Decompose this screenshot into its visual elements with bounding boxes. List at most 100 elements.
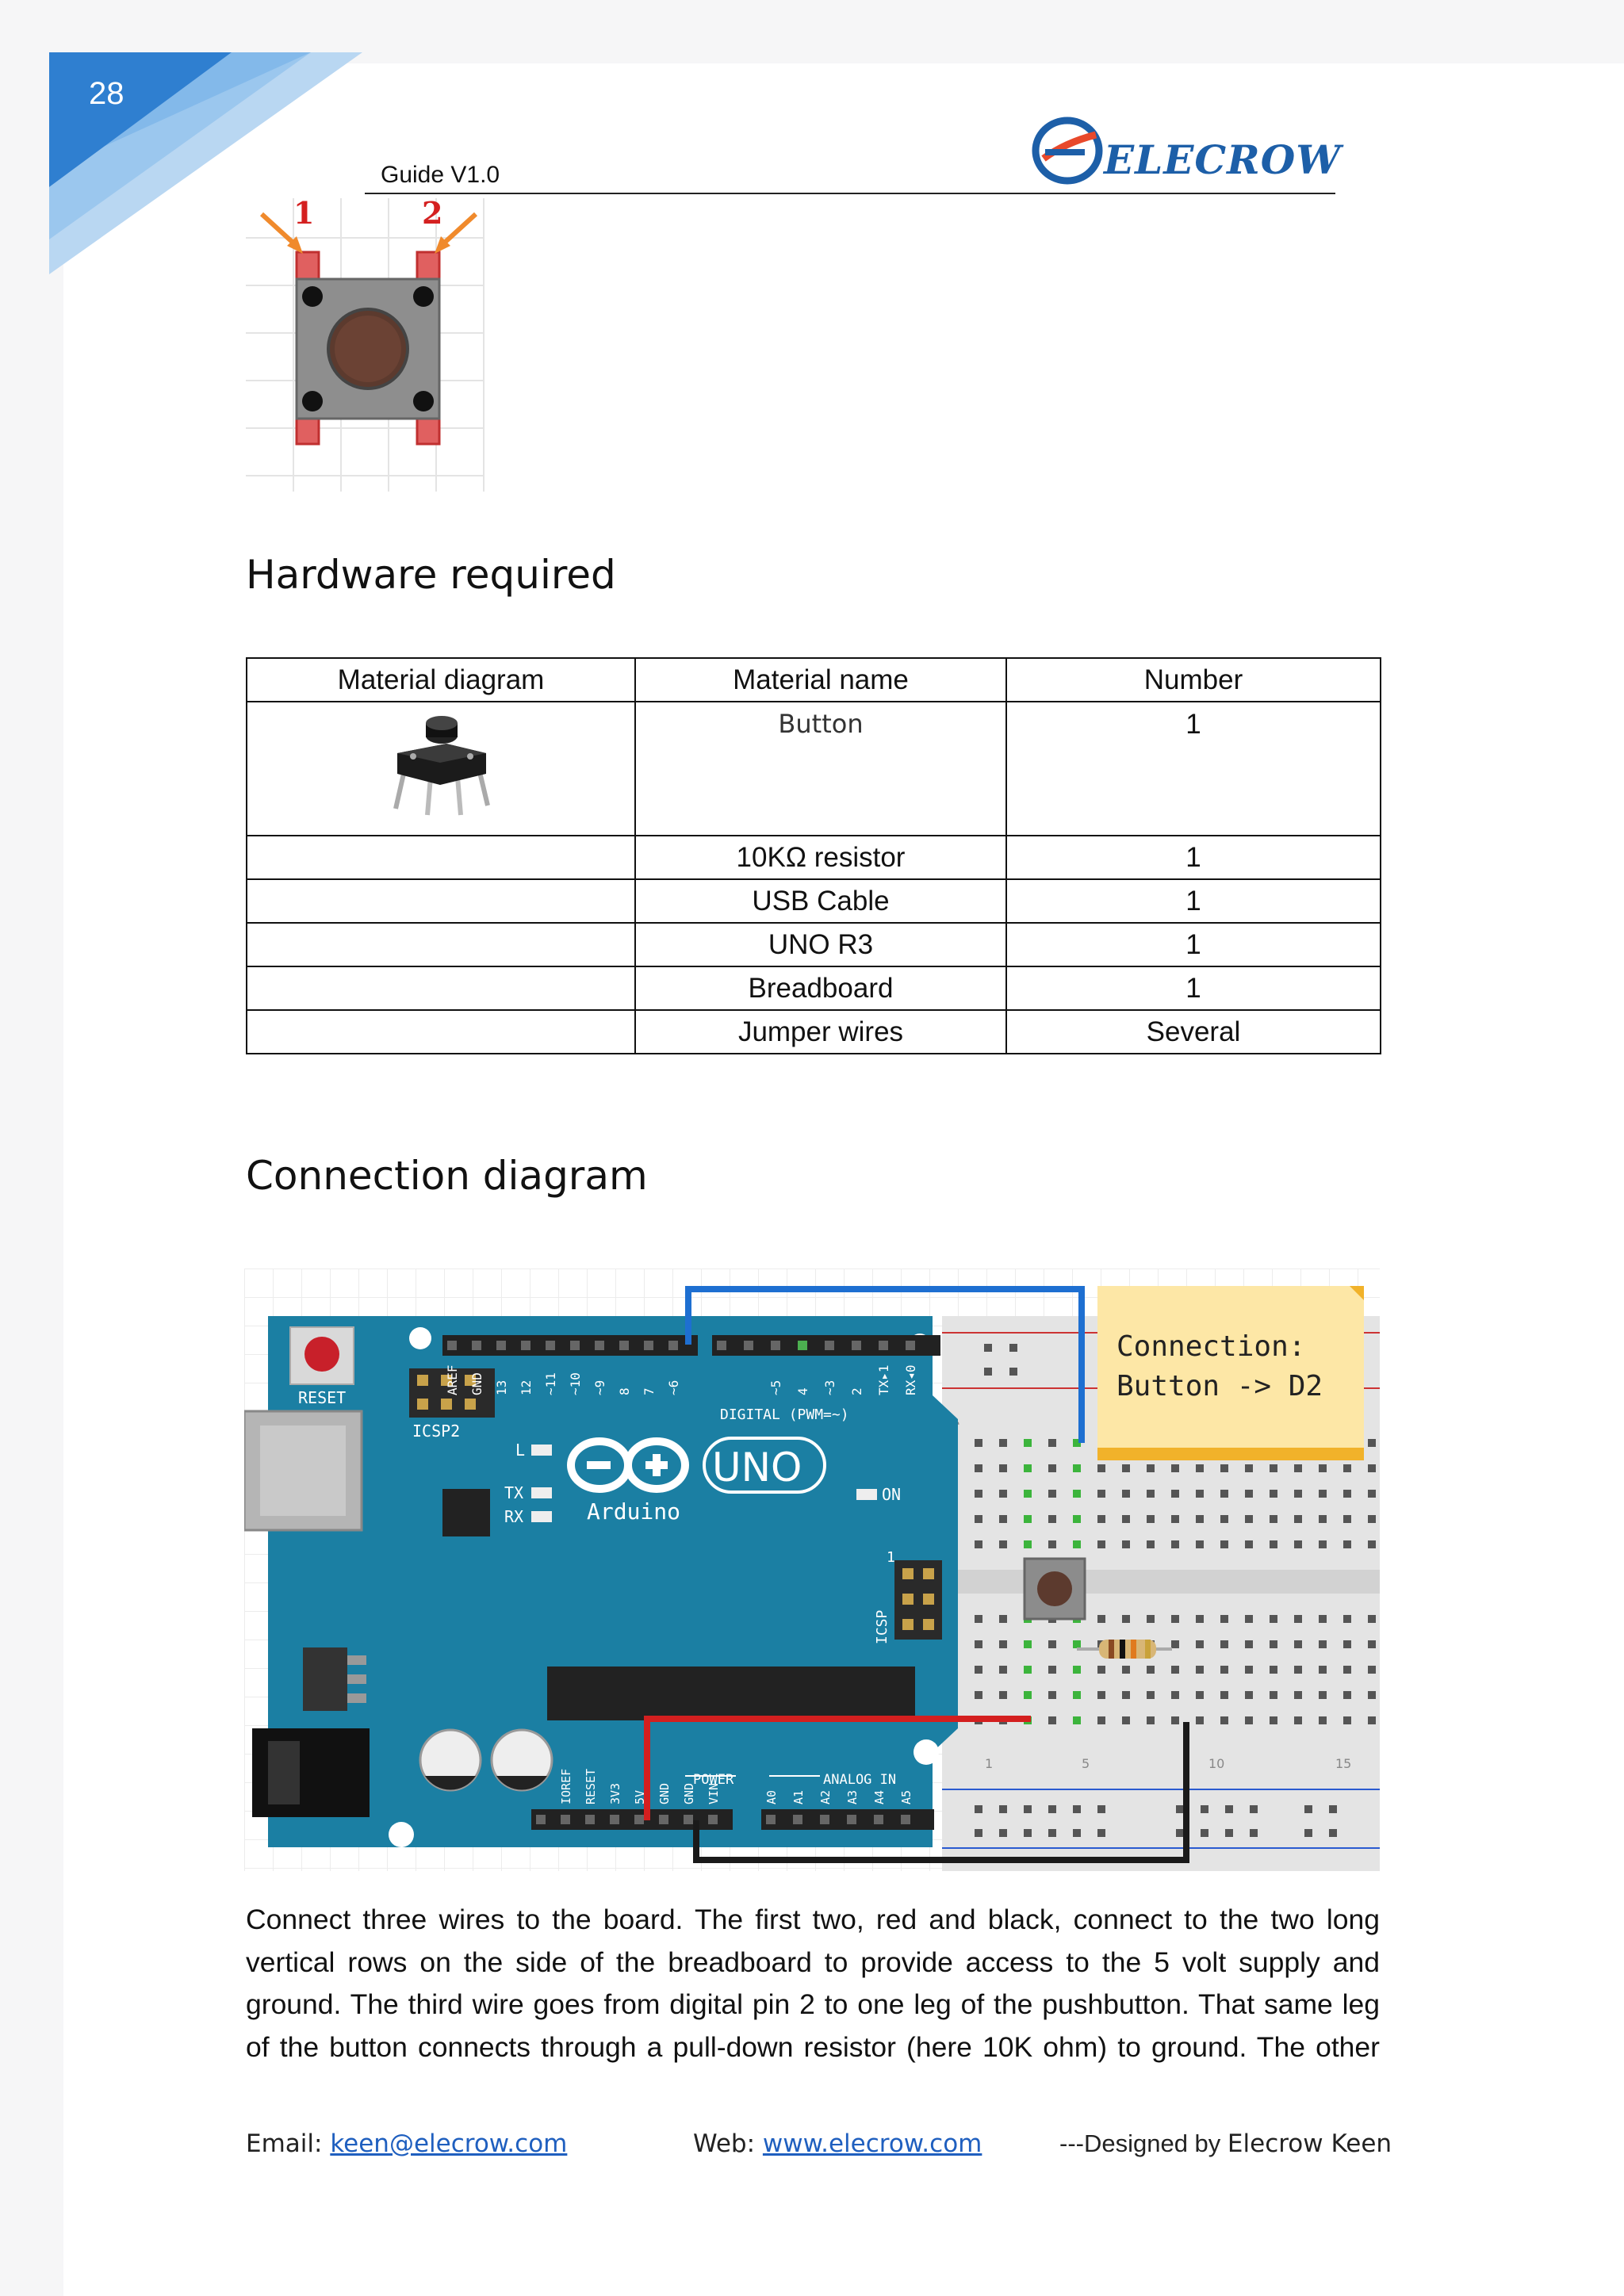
breadboard-hole	[1147, 1515, 1155, 1523]
digital-pin-label: 12	[519, 1380, 534, 1395]
header-rule	[365, 193, 1335, 194]
breadboard-hole	[1048, 1640, 1056, 1648]
digital-pin-label: AREF	[445, 1364, 460, 1395]
breadboard-hole	[999, 1464, 1007, 1472]
number-cell: 1	[1005, 878, 1381, 924]
breadboard-hole	[999, 1829, 1007, 1837]
breadboard-hole	[1294, 1666, 1302, 1674]
email-link[interactable]: keen@elecrow.com	[330, 2130, 568, 2158]
number-cell: 1	[1005, 835, 1381, 880]
material-diagram-cell	[246, 922, 636, 967]
breadboard-hole	[975, 1490, 982, 1498]
breadboard-hole	[1171, 1490, 1179, 1498]
breadboard-hole	[1122, 1540, 1130, 1548]
breadboard-hole	[1343, 1490, 1351, 1498]
breadboard-hole	[1176, 1829, 1184, 1837]
email-label: Email:	[246, 2130, 331, 2158]
connection-note: Connection: Button -> D2	[1097, 1286, 1364, 1460]
number-cell: 1	[1005, 922, 1381, 967]
header-number: Number	[1005, 657, 1381, 702]
digital-pin-label: 7	[642, 1387, 657, 1395]
digital-pin-label: 2	[849, 1387, 864, 1395]
digital-pin-label: RX◂0	[903, 1364, 918, 1395]
web-link[interactable]: www.elecrow.com	[762, 2130, 982, 2158]
paragraph-line: of the button connects through a pull-do…	[246, 2030, 1380, 2063]
breadboard-hole	[1270, 1490, 1277, 1498]
power-pin-label: 3V3	[608, 1783, 622, 1804]
button-pin-figure: 1 2	[246, 195, 485, 492]
material-diagram-cell	[246, 1009, 636, 1054]
breadboard-hole	[1147, 1540, 1155, 1548]
header-pin	[901, 1815, 910, 1824]
header-pin	[447, 1341, 457, 1350]
breadboard-hole	[1220, 1540, 1228, 1548]
breadboard-hole	[1097, 1829, 1105, 1837]
number-cell: 1	[1005, 701, 1381, 836]
table-row: Jumper wires Several	[246, 1009, 1381, 1054]
material-name-cell: Button	[634, 701, 1007, 836]
breadboard-hole	[1245, 1666, 1253, 1674]
breadboard-hole	[1147, 1464, 1155, 1472]
material-diagram-cell	[246, 878, 636, 924]
breadboard-hole	[1176, 1805, 1184, 1813]
breadboard-hole	[1097, 1490, 1105, 1498]
power-pin-label: RESET	[584, 1769, 598, 1804]
pushbutton-on-breadboard	[1023, 1557, 1086, 1621]
breadboard-hole	[975, 1691, 982, 1699]
pin-label-1: 1	[293, 195, 314, 231]
power-pin-label: VIN	[707, 1783, 721, 1804]
breadboard-hole	[1073, 1439, 1081, 1447]
breadboard-hole	[975, 1640, 982, 1648]
breadboard-hole	[1171, 1716, 1179, 1724]
breadboard-hole	[1319, 1540, 1327, 1548]
header-pin	[595, 1341, 604, 1350]
digital-pin-label: ~3	[822, 1380, 837, 1395]
breadboard-hole	[1294, 1464, 1302, 1472]
breadboard-hole	[1245, 1691, 1253, 1699]
header-pin	[717, 1341, 726, 1350]
designed-by-label: ---Designed by	[1059, 2130, 1228, 2157]
breadboard-hole	[1024, 1490, 1032, 1498]
breadboard-hole	[1270, 1615, 1277, 1623]
breadboard-hole	[1201, 1805, 1208, 1813]
breadboard-hole	[1024, 1640, 1032, 1648]
material-name-cell: Breadboard	[634, 966, 1007, 1011]
breadboard-hole	[975, 1666, 982, 1674]
breadboard-hole	[1319, 1615, 1327, 1623]
paragraph-line: ground. The third wire goes from digital…	[246, 1988, 1380, 2020]
breadboard-hole	[1343, 1691, 1351, 1699]
analog-pin-label: A3	[845, 1790, 860, 1804]
breadboard-hole	[1196, 1691, 1204, 1699]
breadboard-hole	[1147, 1716, 1155, 1724]
header-material-name: Material name	[634, 657, 1007, 702]
breadboard-hole	[1122, 1666, 1130, 1674]
header-pin	[496, 1341, 506, 1350]
breadboard-col-label: 5	[1082, 1756, 1090, 1771]
reset-label: RESET	[298, 1388, 346, 1407]
note-line-1: Connection:	[1116, 1330, 1305, 1363]
resistor	[1077, 1640, 1172, 1659]
web-label: Web:	[693, 2130, 763, 2158]
breadboard-hole	[1048, 1464, 1056, 1472]
icsp-pin1-label: 1	[887, 1549, 895, 1566]
breadboard-hole	[1147, 1666, 1155, 1674]
digital-pin-label: 13	[494, 1380, 509, 1395]
breadboard-hole	[1122, 1691, 1130, 1699]
breadboard-hole	[1368, 1615, 1376, 1623]
breadboard-col-label: 1	[985, 1756, 993, 1771]
breadboard-hole	[999, 1439, 1007, 1447]
breadboard-hole	[1048, 1540, 1056, 1548]
digital-pin-label: GND	[469, 1372, 485, 1395]
breadboard-hole	[1196, 1666, 1204, 1674]
breadboard-hole	[1009, 1368, 1017, 1376]
breadboard-hole	[1196, 1464, 1204, 1472]
breadboard-hole	[1196, 1540, 1204, 1548]
breadboard-hole	[1225, 1829, 1233, 1837]
footer-designer: ---Designed by Elecrow Keen	[1059, 2130, 1392, 2158]
breadboard-hole	[1147, 1691, 1155, 1699]
breadboard-hole	[1122, 1464, 1130, 1472]
breadboard-hole	[975, 1540, 982, 1548]
breadboard-hole	[1368, 1540, 1376, 1548]
material-name-cell: 10KΩ resistor	[634, 835, 1007, 880]
